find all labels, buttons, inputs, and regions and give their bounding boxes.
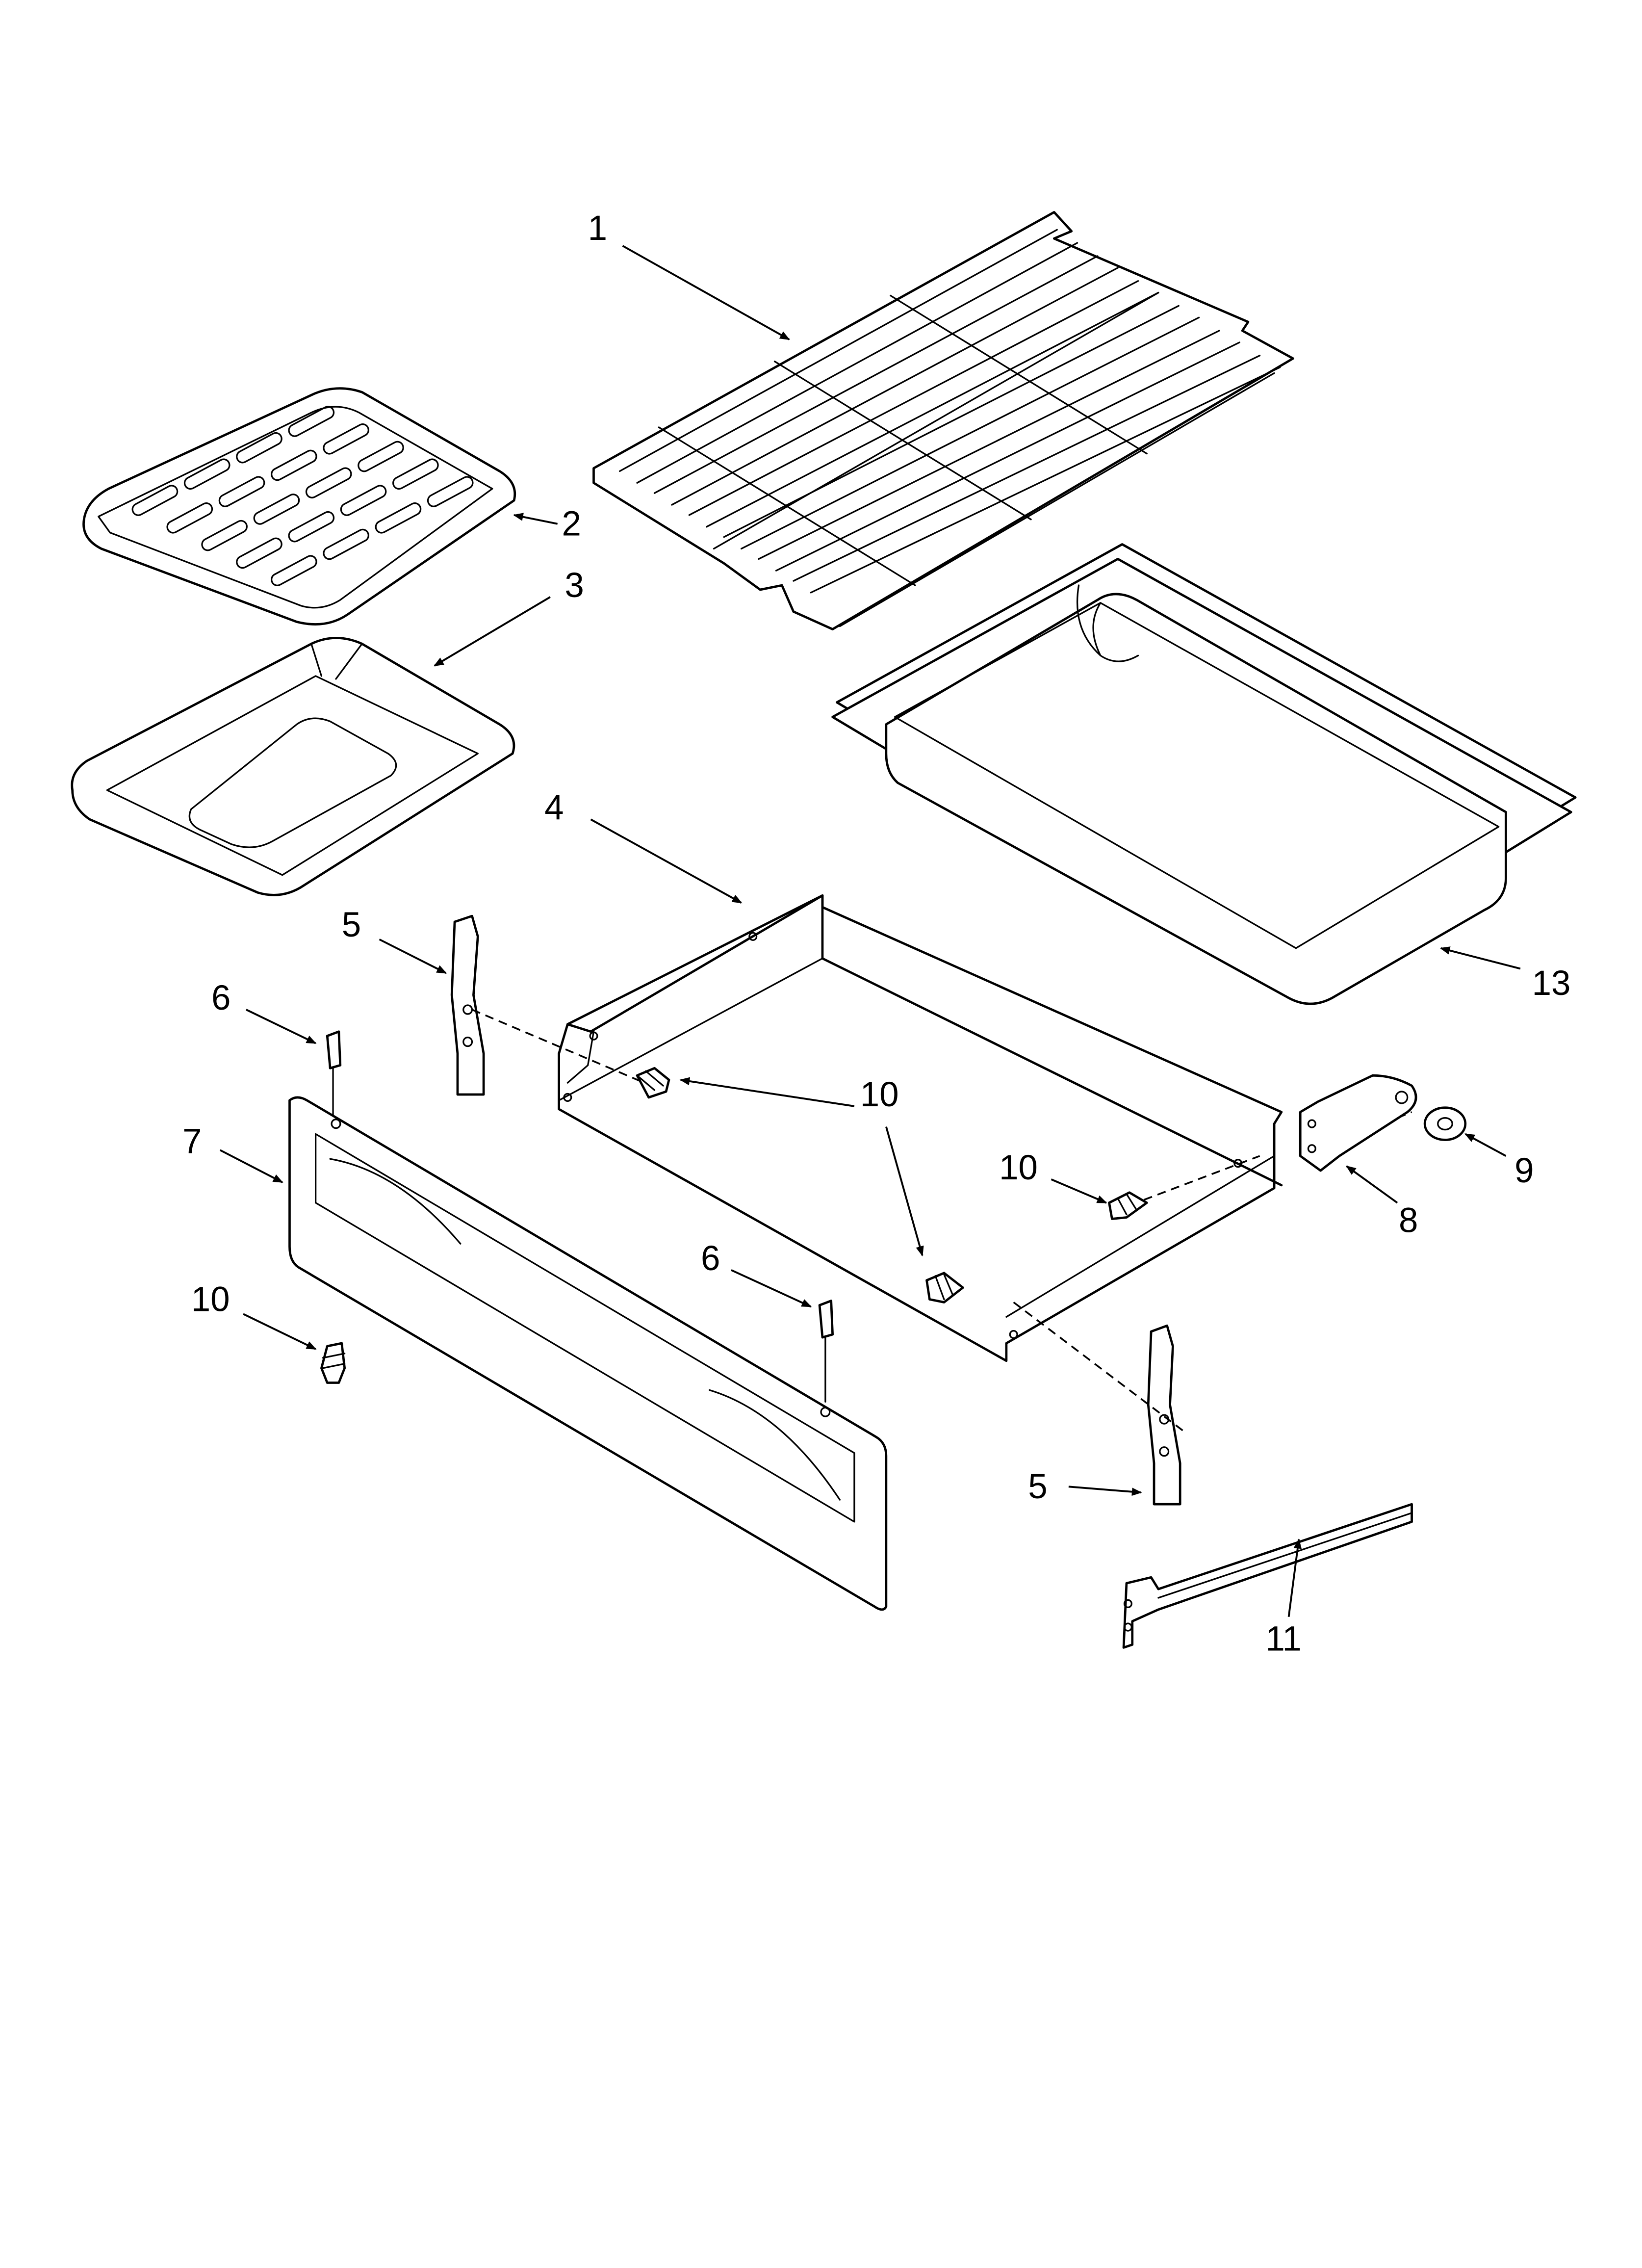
broiler-grid-slots (131, 406, 474, 586)
rail-strip (1122, 1503, 1413, 1649)
leader-lines (219, 245, 1521, 1617)
drawer-front (288, 1096, 888, 1611)
callout-7: 7 (182, 1122, 202, 1161)
callout-11: 11 (1265, 1619, 1302, 1658)
broiler-pan (71, 637, 515, 896)
callout-3: 3 (564, 566, 584, 605)
drawer-body (558, 894, 1283, 1362)
drawer-liner (831, 543, 1577, 1005)
slide-bracket-left (450, 914, 485, 1096)
stud-right (818, 1300, 834, 1403)
screw-d (320, 1342, 346, 1384)
callout-6-right: 6 (701, 1239, 720, 1278)
broiler-grid (82, 387, 516, 626)
washer (1423, 1106, 1467, 1141)
callout-10-mid: 10 (999, 1148, 1038, 1187)
callout-9: 9 (1514, 1151, 1534, 1190)
callout-13: 13 (1532, 964, 1571, 1003)
callout-5-left: 5 (342, 906, 361, 944)
callout-1: 1 (588, 209, 607, 248)
callout-6-left: 6 (211, 979, 231, 1017)
callout-2: 2 (562, 504, 581, 543)
callout-10-left: 10 (191, 1280, 230, 1319)
stud-left (326, 1030, 342, 1121)
callout-4: 4 (544, 788, 564, 827)
hinge-bracket (1299, 1074, 1417, 1172)
callout-5-right: 5 (1028, 1467, 1047, 1506)
oven-rack (592, 211, 1294, 630)
callout-10-top: 10 (860, 1075, 899, 1114)
screw-a (636, 1067, 670, 1099)
screw-c (925, 1272, 964, 1303)
slide-bracket-right (1147, 1324, 1181, 1506)
callout-8: 8 (1399, 1201, 1418, 1240)
screw-b (1108, 1191, 1148, 1220)
